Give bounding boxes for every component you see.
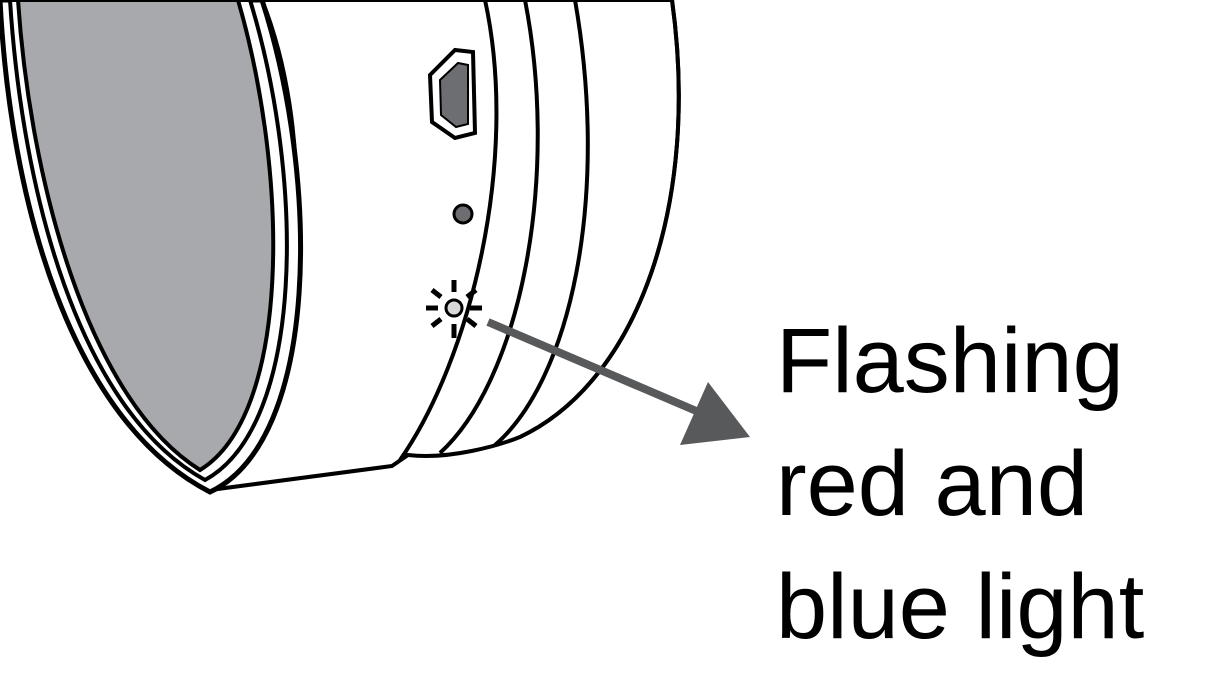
reset-button-icon <box>452 203 474 225</box>
callout-label: Flashing red and blue light <box>776 300 1216 669</box>
callout-line-1: Flashing <box>776 310 1124 412</box>
flashing-led-icon <box>426 280 482 338</box>
device-rim-curve-1 <box>398 0 499 462</box>
arrow-right-icon <box>486 318 750 445</box>
device-rim-curve-2 <box>438 0 540 455</box>
device-rim-curve-3 <box>493 0 590 447</box>
lens-face <box>15 0 276 473</box>
micro-usb-port-icon <box>427 47 478 141</box>
device-rim-curve-4 <box>519 0 681 439</box>
callout-line-2: red and <box>776 433 1089 535</box>
callout-line-3: blue light <box>776 556 1145 658</box>
